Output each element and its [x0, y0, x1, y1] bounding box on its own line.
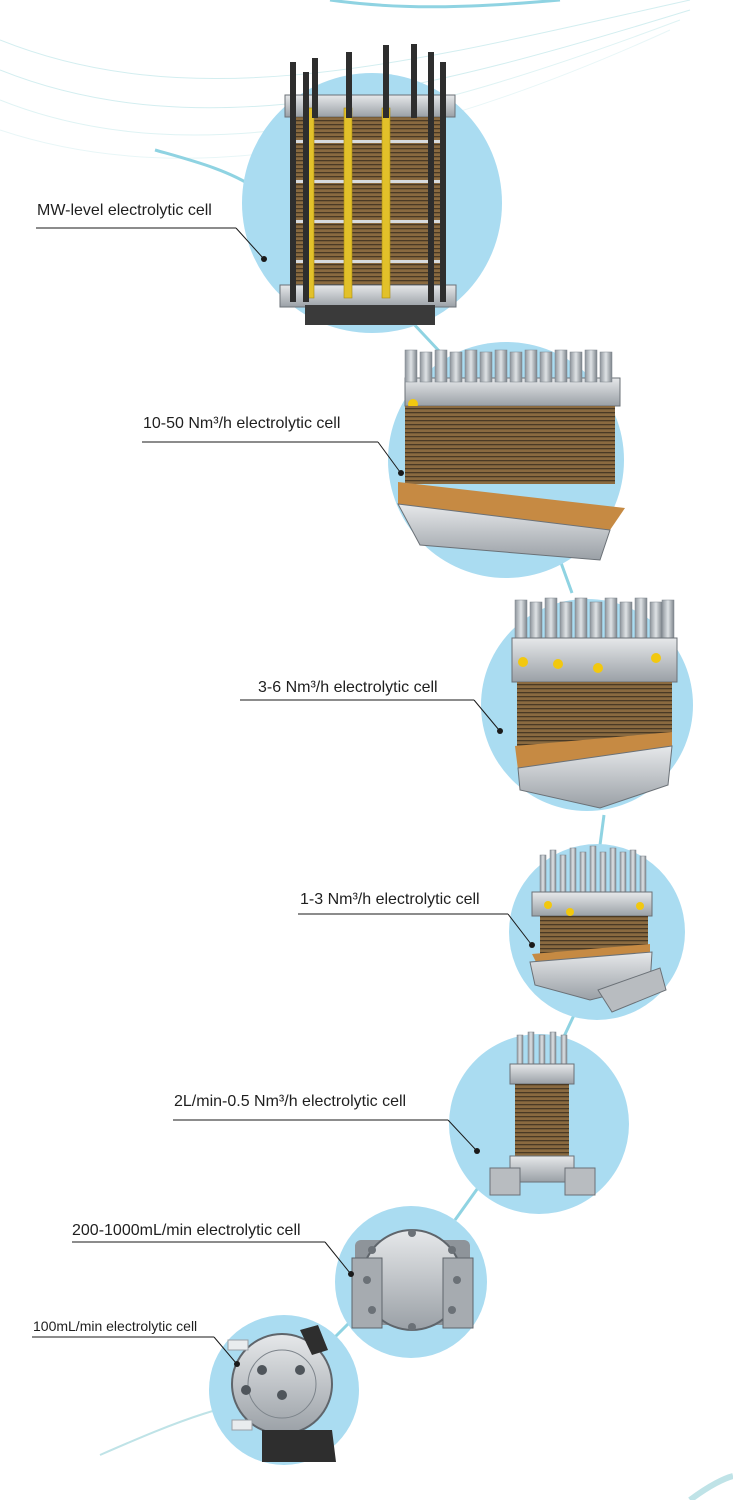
leader-line-2l-diag — [447, 1119, 477, 1151]
cell-group-2l — [173, 1031, 629, 1214]
leader-dot-mw — [261, 256, 267, 262]
cylindrical-stack-photo — [489, 1031, 596, 1196]
leader-line-100-diag — [213, 1336, 237, 1364]
leader-line-10-50-diag — [377, 441, 401, 473]
cell-group-10-50 — [142, 342, 625, 578]
leader-dot-3-6 — [497, 728, 503, 734]
mw-electrolytic-stack-photo — [279, 44, 457, 325]
leader-dot-10-50 — [398, 470, 404, 476]
cell-label-3-6: 3-6 Nm³/h electrolytic cell — [258, 679, 438, 696]
leader-dot-200-1000 — [348, 1271, 354, 1277]
cell-label-200-1000: 200-1000mL/min electrolytic cell — [72, 1222, 301, 1239]
cell-group-3-6 — [240, 597, 693, 811]
cell-label-1-3: 1-3 Nm³/h electrolytic cell — [300, 891, 480, 908]
leader-dot-100 — [234, 1361, 240, 1367]
leader-line-3-6-diag — [473, 699, 500, 731]
plate-cell-photo — [351, 1229, 474, 1331]
cell-label-mw: MW-level electrolytic cell — [37, 202, 212, 219]
background-wave-bottom — [99, 1394, 733, 1500]
leader-line-1-3-diag — [507, 913, 532, 945]
large-stack-photo — [397, 349, 625, 561]
leader-dot-1-3 — [529, 942, 535, 948]
cell-group-1-3 — [298, 844, 685, 1020]
cell-group-mw — [36, 44, 502, 333]
leader-line-mw-diag — [235, 227, 264, 259]
medium-stack-photo — [511, 597, 678, 809]
leader-line-200-1000-diag — [324, 1241, 351, 1274]
cell-label-2l: 2L/min-0.5 Nm³/h electrolytic cell — [174, 1093, 407, 1110]
leader-dot-2l — [474, 1148, 480, 1154]
cell-label-10-50: 10-50 Nm³/h electrolytic cell — [143, 415, 341, 432]
round-cell-photo — [227, 1325, 336, 1462]
small-stack-photo — [529, 845, 667, 1013]
cell-label-100: 100mL/min electrolytic cell — [33, 1318, 198, 1334]
cell-group-100 — [32, 1315, 359, 1465]
cell-group-200-1000 — [72, 1206, 487, 1358]
